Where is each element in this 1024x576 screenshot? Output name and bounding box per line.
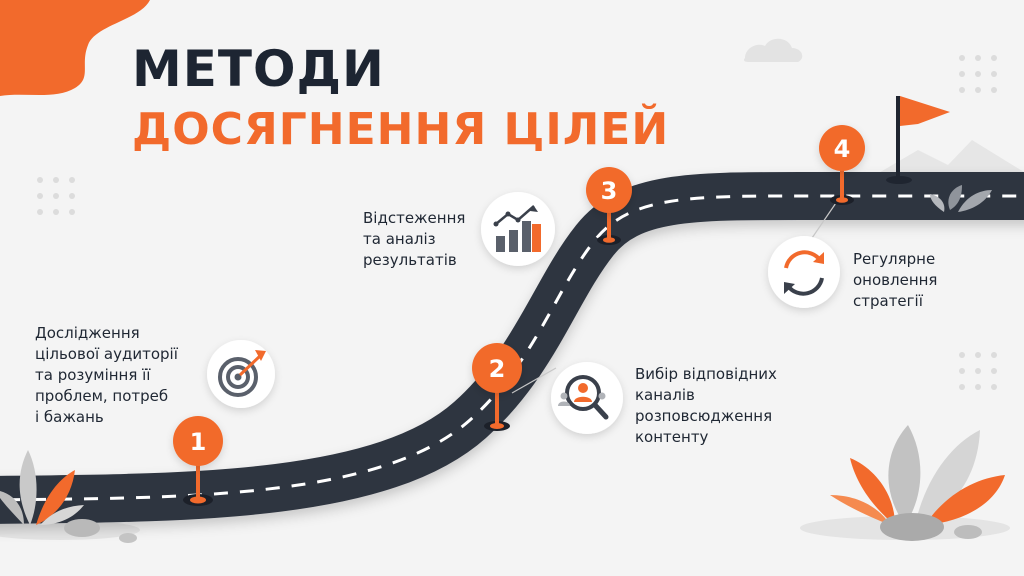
plant-decoration-right (830, 425, 1005, 541)
bush-decoration (930, 185, 992, 212)
step-1-pin: 1 (173, 416, 223, 506)
title-line-2: ДОСЯГНЕННЯ ЦІЛЕЙ (132, 104, 670, 155)
dots-decoration-top-right (959, 55, 997, 93)
target-icon (218, 350, 266, 397)
dots-decoration-left (37, 177, 75, 215)
plant-decoration-left (0, 450, 137, 543)
title-line-1: МЕТОДИ (132, 40, 385, 98)
cloud-decoration (744, 38, 803, 62)
step-3-pin: 3 (586, 167, 632, 245)
step-4-number: 4 (834, 135, 851, 163)
refresh-cycle-icon (784, 250, 824, 296)
orange-blob-decoration (0, 0, 150, 96)
audience-search-icon (558, 375, 609, 420)
step-3-label: Відстеження та аналіз результатів (363, 209, 466, 269)
step-1-label: Дослідження цільової аудиторії та розумі… (35, 324, 178, 426)
step-2-label: Вибір відповідних каналів розповсюдження… (635, 365, 777, 446)
step-4-pin: 4 (819, 125, 865, 205)
step-2-pin: 2 (472, 343, 522, 431)
dots-decoration-right (959, 352, 997, 390)
step-3-icon-circle (481, 192, 555, 266)
step-2-number: 2 (489, 355, 506, 383)
analytics-chart-icon (493, 205, 541, 252)
step-4-label: Регулярне оновлення стратегії (853, 250, 938, 310)
step-1-number: 1 (190, 428, 207, 456)
step-3-number: 3 (601, 177, 618, 205)
finish-flag-icon (886, 96, 950, 184)
step-4-icon-circle (768, 236, 840, 308)
